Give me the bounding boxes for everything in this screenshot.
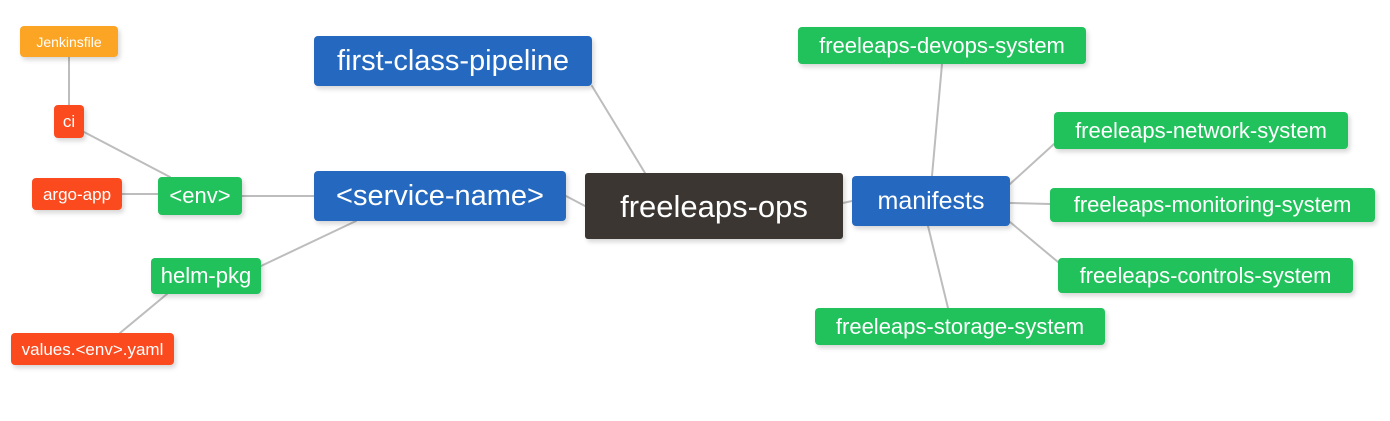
node-values-env-yaml[interactable]: values.<env>.yaml — [11, 333, 174, 365]
node-freeleaps-monitoring-system[interactable]: freeleaps-monitoring-system — [1050, 188, 1375, 222]
edge-helm-pkg-to-values-env-yaml — [119, 293, 168, 334]
edge-manifests-to-freeleaps-network-system — [1009, 143, 1055, 185]
edge-manifests-to-freeleaps-monitoring-system — [1009, 202, 1051, 205]
node-ci[interactable]: ci — [54, 105, 84, 138]
edge-freeleaps-ops-to-service-name — [565, 195, 586, 207]
edge-freeleaps-ops-to-first-class-pipeline — [591, 85, 646, 174]
edge-freeleaps-ops-to-manifests — [842, 200, 853, 204]
node-service-name[interactable]: <service-name> — [314, 171, 566, 221]
edge-service-name-to-helm-pkg — [260, 220, 357, 267]
node-freeleaps-devops-system[interactable]: freeleaps-devops-system — [798, 27, 1086, 64]
node-helm-pkg[interactable]: helm-pkg — [151, 258, 261, 294]
edge-env-to-ci — [83, 131, 171, 178]
node-manifests[interactable]: manifests — [852, 176, 1010, 226]
node-freeleaps-storage-system[interactable]: freeleaps-storage-system — [815, 308, 1105, 345]
node-first-class-pipeline[interactable]: first-class-pipeline — [314, 36, 592, 86]
node-env[interactable]: <env> — [158, 177, 242, 215]
edge-manifests-to-freeleaps-controls-system — [1009, 221, 1059, 263]
node-argo-app[interactable]: argo-app — [32, 178, 122, 210]
edge-manifests-to-freeleaps-devops-system — [931, 63, 943, 177]
node-freeleaps-network-system[interactable]: freeleaps-network-system — [1054, 112, 1348, 149]
node-jenkinsfile[interactable]: Jenkinsfile — [20, 26, 118, 57]
node-freeleaps-ops[interactable]: freeleaps-ops — [585, 173, 843, 239]
edge-manifests-to-freeleaps-storage-system — [927, 225, 949, 309]
node-freeleaps-controls-system[interactable]: freeleaps-controls-system — [1058, 258, 1353, 293]
